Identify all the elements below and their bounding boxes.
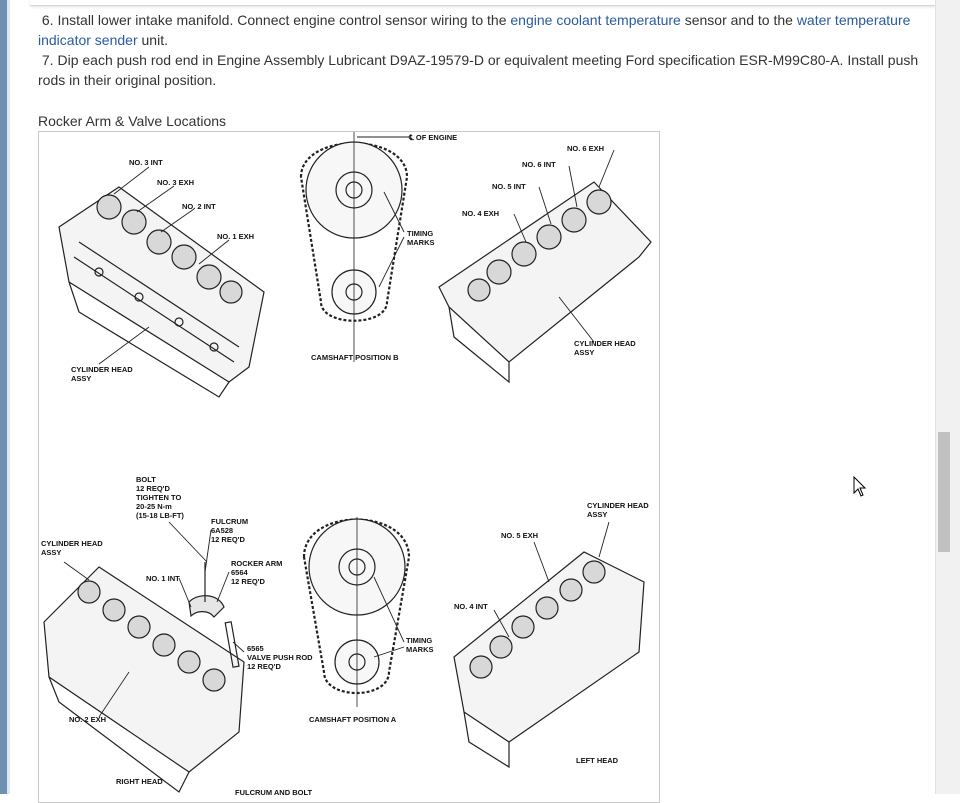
label-no6-exh: NO. 6 EXH xyxy=(567,144,604,153)
window-left-edge-inner xyxy=(7,0,10,794)
mouse-pointer-icon xyxy=(853,475,867,503)
label-timing: TIMING xyxy=(406,636,432,645)
label-rocker-part: 6564 xyxy=(231,568,249,577)
instructions: 6. Install lower intake manifold. Connec… xyxy=(38,10,928,90)
label-no3-int: NO. 3 INT xyxy=(129,158,163,167)
label-no3-exh: NO. 3 EXH xyxy=(157,178,194,187)
label-valve-push-rod: VALVE PUSH ROD xyxy=(247,653,313,662)
label-pushrod-qty: 12 REQ'D xyxy=(247,662,281,671)
label-bolt-torque-lbft: (15-18 LB-FT) xyxy=(136,511,184,520)
label-no5-int: NO. 5 INT xyxy=(492,182,526,191)
figure-caption: Rocker Arm & Valve Locations xyxy=(38,113,227,129)
label-assy: ASSY xyxy=(71,374,91,383)
label-fulcrum-qty: 12 REQ'D xyxy=(211,535,245,544)
water-temperature-indicator-sender-link[interactable]: water temperature indicator sender xyxy=(38,12,911,48)
label-bolt: BOLT xyxy=(136,475,156,484)
label-assy: ASSY xyxy=(574,348,594,357)
label-no2-exh: NO. 2 EXH xyxy=(69,715,106,724)
label-rocker-arm: ROCKER ARM xyxy=(231,559,282,568)
label-camshaft-position-b: CAMSHAFT POSITION B xyxy=(311,353,399,362)
label-cylinder-head: CYLINDER HEAD xyxy=(574,339,636,348)
label-no5-exh: NO. 5 EXH xyxy=(501,531,538,540)
engine-coolant-temperature-link[interactable]: engine coolant temperature xyxy=(510,12,681,28)
label-bolt-qty: 12 REQ'D xyxy=(136,484,170,493)
label-bolt-tighten: TIGHTEN TO xyxy=(136,493,181,502)
step-text: unit. xyxy=(137,32,168,48)
label-no6-int: NO. 6 INT xyxy=(522,160,556,169)
label-marks: MARKS xyxy=(407,238,435,247)
cylinder-head-bottom-left xyxy=(43,562,245,793)
label-rocker-qty: 12 REQ'D xyxy=(231,577,265,586)
step-text: sensor and to the xyxy=(680,12,797,28)
cylinder-head-top-left xyxy=(58,186,265,398)
label-cylinder-head: CYLINDER HEAD xyxy=(41,539,103,548)
label-fulcrum: FULCRUM xyxy=(211,517,248,526)
header-shadow xyxy=(30,0,935,6)
label-cl-engine: ℄ OF ENGINE xyxy=(408,133,457,142)
label-no1-exh: NO. 1 EXH xyxy=(217,232,254,241)
step-text: Install lower intake manifold. Connect e… xyxy=(57,12,511,28)
step-6: 6. Install lower intake manifold. Connec… xyxy=(38,10,928,50)
label-assy: ASSY xyxy=(587,510,607,519)
label-left-head: LEFT HEAD xyxy=(576,756,619,765)
cylinder-head-top-right xyxy=(438,181,652,384)
step-7: 7. Dip each push rod end in Engine Assem… xyxy=(38,50,928,90)
cylinder-head-bottom-right xyxy=(453,551,645,769)
step-number: 7. xyxy=(41,52,54,68)
leader-lines xyxy=(63,136,615,718)
scrollbar-thumb[interactable] xyxy=(938,432,950,552)
label-right-head: RIGHT HEAD xyxy=(116,777,163,786)
step-number: 6. xyxy=(41,12,54,28)
label-no4-exh: NO. 4 EXH xyxy=(462,209,499,218)
vertical-scrollbar[interactable] xyxy=(935,0,960,794)
label-cylinder-head: CYLINDER HEAD xyxy=(587,501,649,510)
label-bolt-torque-nm: 20-25 N-m xyxy=(136,502,172,511)
label-pushrod-part: 6565 xyxy=(247,644,264,653)
camshaft-position-a-chain xyxy=(302,517,411,707)
diagram-svg: ℄ OF ENGINE NO. 3 INT NO. 3 EXH NO. 2 IN… xyxy=(41,132,652,797)
label-no4-int: NO. 4 INT xyxy=(454,602,488,611)
label-cylinder-head: CYLINDER HEAD xyxy=(71,365,133,374)
label-fulcrum-and-bolt: FULCRUM AND BOLT xyxy=(235,788,312,797)
label-timing: TIMING xyxy=(407,229,433,238)
step-text: Dip each push rod end in Engine Assembly… xyxy=(38,52,919,88)
label-camshaft-position-a: CAMSHAFT POSITION A xyxy=(309,715,397,724)
label-no1-int: NO. 1 INT xyxy=(146,574,180,583)
label-marks: MARKS xyxy=(406,645,434,654)
rocker-arm-diagram: ℄ OF ENGINE NO. 3 INT NO. 3 EXH NO. 2 IN… xyxy=(38,131,660,803)
label-assy: ASSY xyxy=(41,548,61,557)
label-fulcrum-part: 6A528 xyxy=(211,526,233,535)
window-left-edge xyxy=(0,0,7,794)
camshaft-position-b-chain xyxy=(299,132,409,362)
label-no2-int: NO. 2 INT xyxy=(182,202,216,211)
